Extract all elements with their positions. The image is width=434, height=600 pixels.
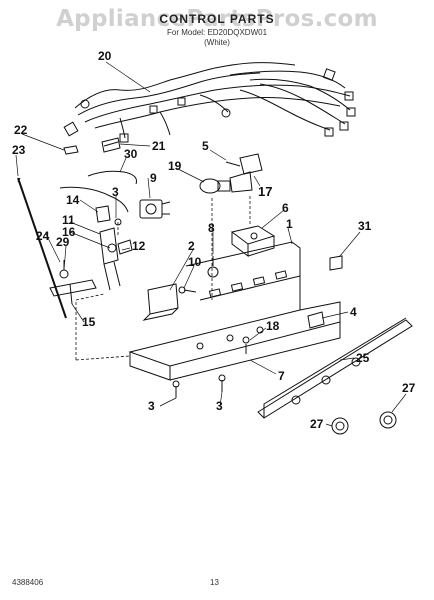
tube-30-drawing bbox=[59, 170, 137, 213]
part-id: 4388406 bbox=[12, 578, 44, 587]
callout-label: 10 bbox=[188, 255, 202, 269]
callout-label: 27 bbox=[310, 417, 324, 431]
callout-label: 7 bbox=[278, 369, 285, 383]
screw-18-drawing bbox=[242, 336, 250, 354]
callout-label: 23 bbox=[12, 143, 26, 157]
callout-label: 19 bbox=[168, 159, 182, 173]
callout-label: 2 bbox=[188, 239, 195, 253]
clip-4-drawing bbox=[307, 311, 325, 329]
watermark: AppliancePartsPros.com bbox=[56, 6, 378, 32]
callout-label: 17 bbox=[258, 184, 272, 199]
callout-label: 21 bbox=[152, 139, 166, 153]
rod-23-drawing bbox=[17, 177, 67, 319]
bracket-2-drawing bbox=[142, 283, 179, 321]
callout-label: 27 bbox=[402, 381, 416, 395]
callout-label: 20 bbox=[98, 49, 112, 63]
callout-label: 15 bbox=[82, 315, 96, 329]
callout-label: 1 bbox=[286, 217, 293, 231]
callout-label: 22 bbox=[14, 123, 28, 137]
trim-panel-25-drawing bbox=[257, 317, 413, 419]
control-housing-1-drawing bbox=[128, 241, 341, 381]
clip-31-drawing bbox=[329, 255, 343, 271]
callout-label: 5 bbox=[202, 139, 209, 153]
callout-label: 16 bbox=[62, 225, 76, 239]
lever-15-drawing bbox=[49, 260, 97, 305]
callout-labels: 20 21 22 23 30 5 17 19 9 6 3 14 11 16 12… bbox=[12, 49, 416, 431]
callout-label: 12 bbox=[132, 239, 146, 253]
diagram-title: CONTROL PARTS bbox=[159, 12, 275, 26]
assembly-lines bbox=[75, 196, 251, 361]
thermostat-6-drawing bbox=[230, 225, 276, 257]
lamp-assembly-drawing bbox=[199, 153, 263, 194]
callout-label: 25 bbox=[356, 351, 370, 365]
switch-9-drawing bbox=[139, 199, 171, 219]
leader-lines bbox=[15, 61, 407, 427]
callout-label: 14 bbox=[66, 193, 80, 207]
callout-label: 9 bbox=[150, 171, 157, 185]
wire-harness-drawing bbox=[63, 62, 356, 143]
bracket-assembly-drawing bbox=[95, 205, 133, 291]
color-line: (White) bbox=[204, 38, 230, 47]
screws-drawing bbox=[178, 256, 219, 294]
callout-label: 24 bbox=[36, 229, 50, 243]
knobs-27-drawing bbox=[331, 411, 397, 435]
connector-21-drawing bbox=[101, 137, 121, 153]
callout-label: 6 bbox=[282, 201, 289, 215]
clip-22-drawing bbox=[63, 145, 79, 155]
page-number: 13 bbox=[210, 578, 219, 587]
callout-label: 30 bbox=[124, 147, 138, 161]
callout-label: 29 bbox=[56, 235, 70, 249]
callout-label: 3 bbox=[216, 399, 223, 413]
callout-label: 3 bbox=[148, 399, 155, 413]
callout-label: 8 bbox=[208, 221, 215, 235]
screws-3-drawing bbox=[172, 374, 226, 398]
callout-label: 4 bbox=[350, 305, 357, 319]
model-line: For Model: ED20DQXDW01 bbox=[166, 28, 268, 37]
callout-label: 18 bbox=[266, 319, 280, 333]
callout-label: 31 bbox=[358, 219, 372, 233]
callout-label: 11 bbox=[62, 213, 75, 227]
callout-label: 3 bbox=[112, 185, 119, 199]
